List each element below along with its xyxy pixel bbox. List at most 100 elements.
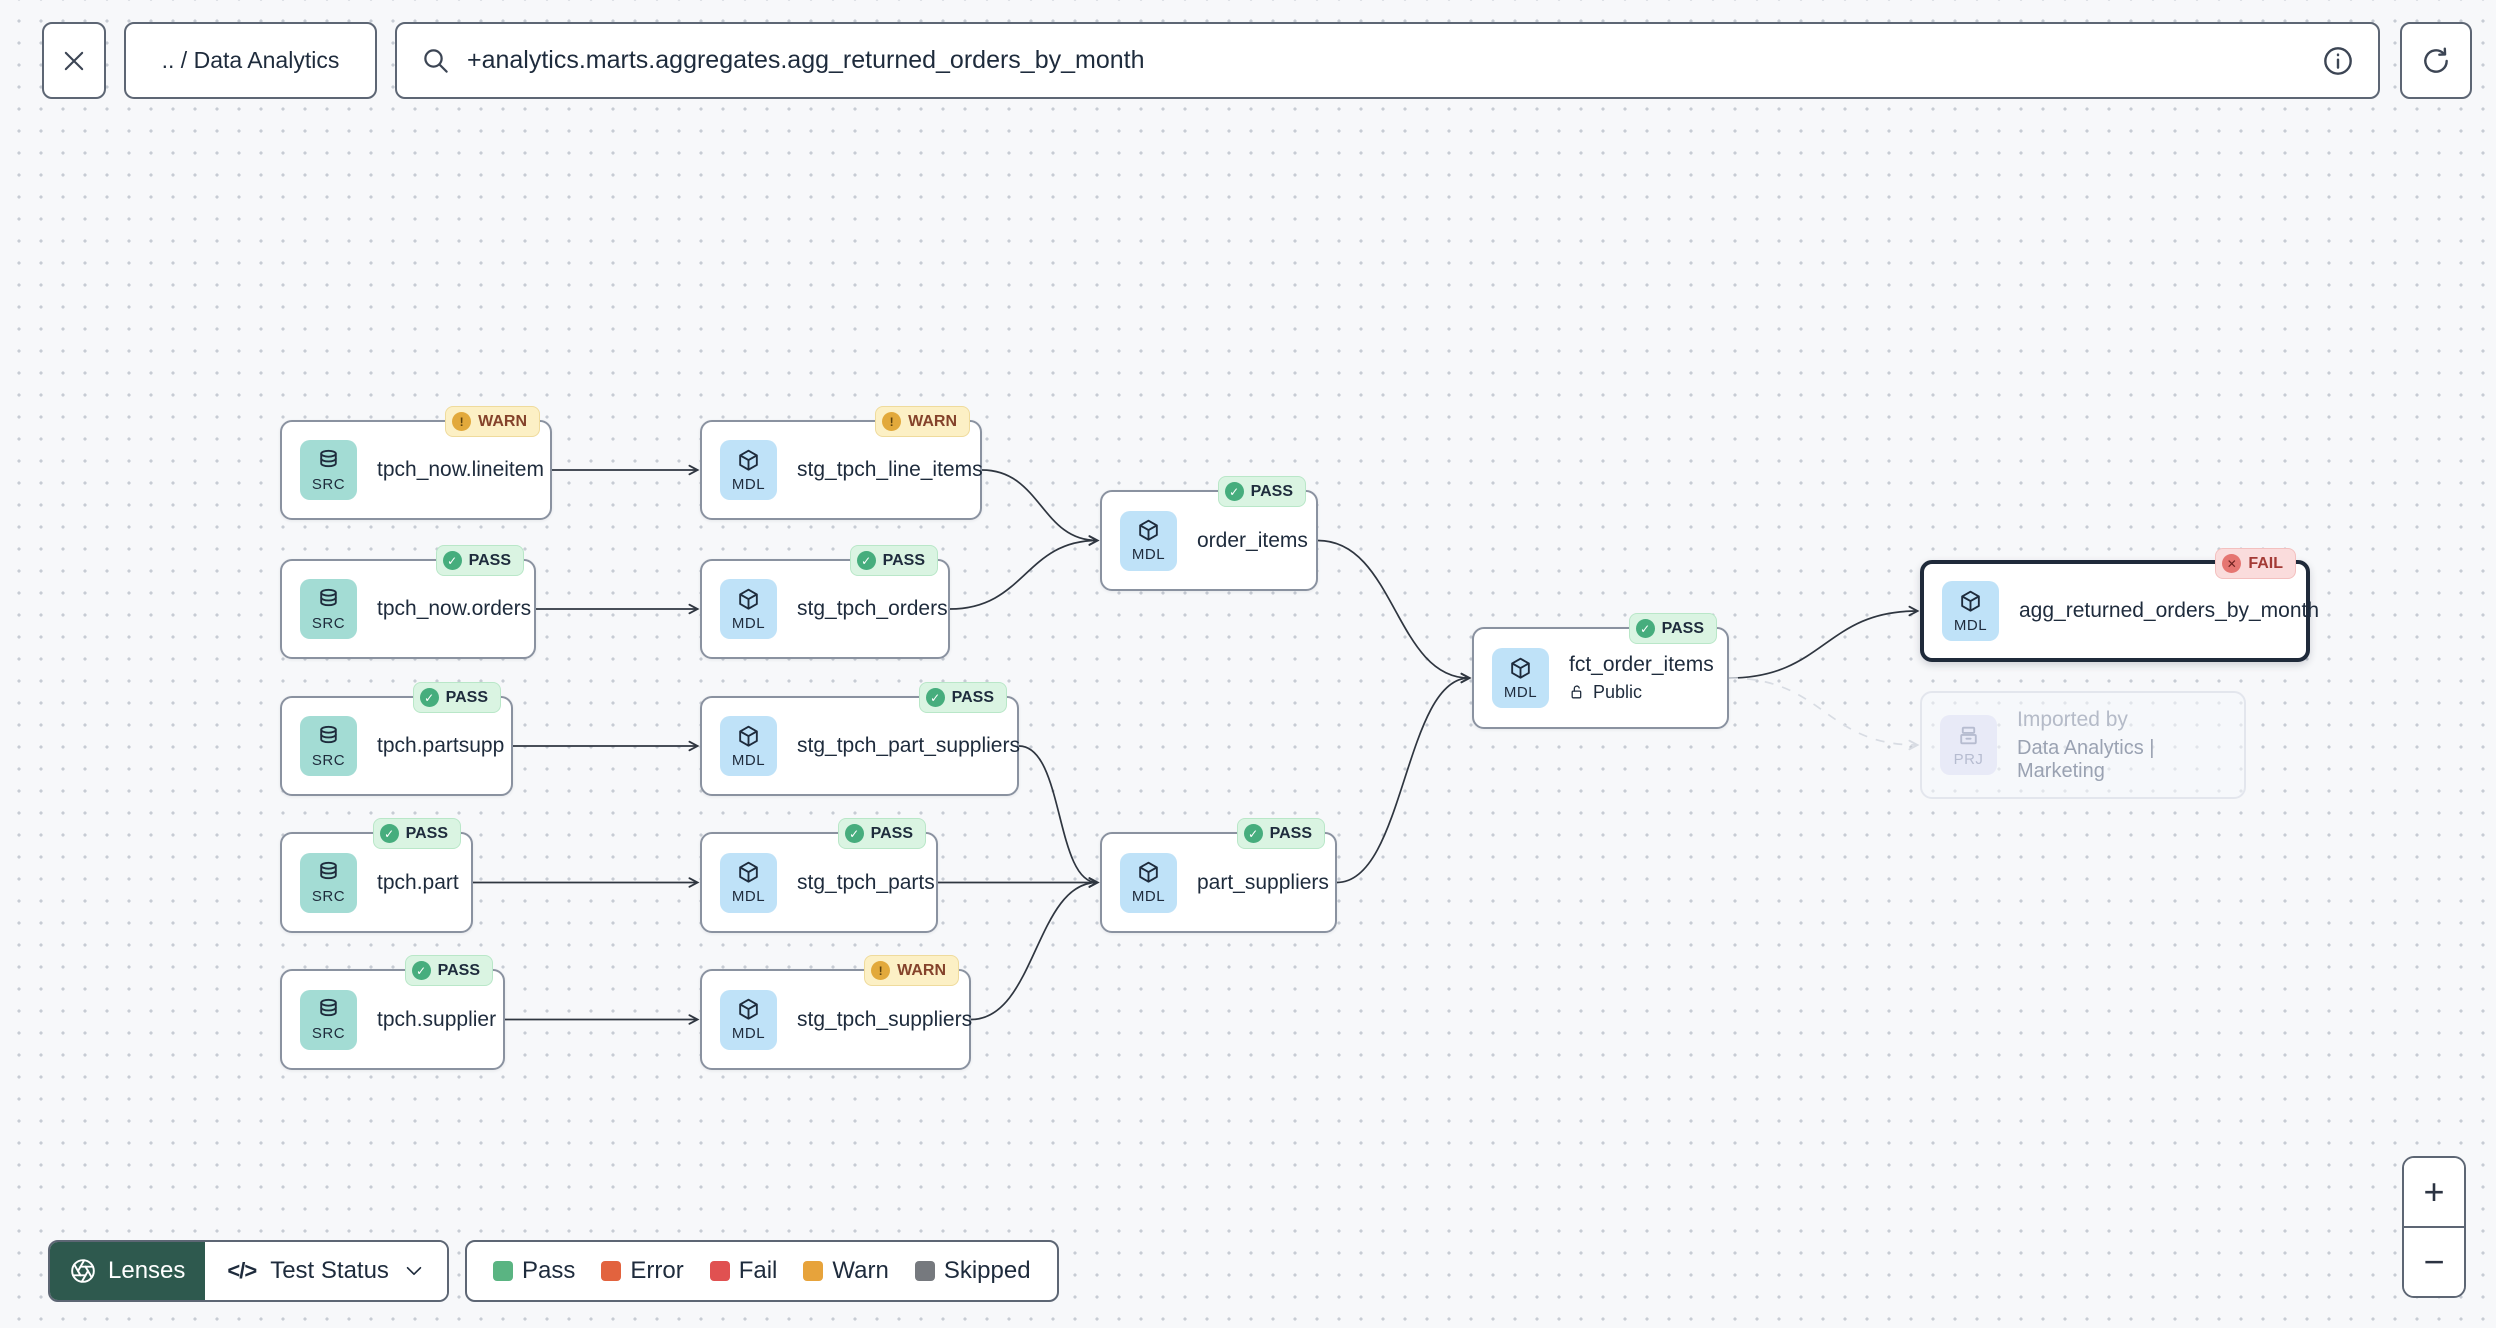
chevron-down-icon bbox=[406, 1266, 422, 1276]
lens-selector[interactable]: </> Test Status bbox=[205, 1242, 447, 1300]
legend-label: Fail bbox=[738, 1257, 778, 1284]
cube-icon bbox=[739, 449, 758, 471]
cube-icon bbox=[1511, 657, 1530, 679]
refresh-button[interactable] bbox=[2400, 22, 2472, 99]
close-button[interactable] bbox=[42, 22, 106, 99]
node-label: tpch_now.lineitem bbox=[377, 458, 544, 481]
cube-icon bbox=[739, 861, 758, 883]
node-text: agg_returned_orders_by_month bbox=[2019, 599, 2319, 623]
node-text: stg_tpch_line_items bbox=[797, 458, 983, 482]
status-dot: ✓ bbox=[419, 688, 439, 707]
breadcrumb[interactable]: .. / Data Analytics bbox=[124, 22, 377, 99]
node-sublabel: Data Analytics | Marketing bbox=[2017, 737, 2226, 783]
src-chip: SRC bbox=[300, 440, 357, 500]
chip-label: PRJ bbox=[1953, 750, 1984, 768]
node-text: tpch.supplier bbox=[377, 1008, 496, 1032]
edge-fct_order_items-to-agg_returned_orders_by_month bbox=[1728, 605, 1920, 679]
mdl-chip: MDL bbox=[1492, 648, 1549, 708]
search-bar bbox=[395, 22, 2380, 99]
lenses-label: Lenses bbox=[108, 1257, 186, 1284]
mdl-chip: MDL bbox=[720, 852, 777, 913]
chip-label: MDL bbox=[1503, 683, 1538, 701]
node-text: stg_tpch_parts bbox=[797, 871, 935, 895]
status-label: PASS bbox=[468, 551, 511, 569]
status-dot: ✓ bbox=[1243, 824, 1263, 843]
status-dot: ✓ bbox=[411, 961, 431, 980]
edge-fct_order_items-to-imported_by bbox=[1728, 677, 1920, 751]
status-label: FAIL bbox=[2248, 554, 2283, 572]
node-sublabel-text: Data Analytics | Marketing bbox=[2017, 736, 2155, 782]
close-icon bbox=[64, 51, 84, 70]
node-text: tpch.part bbox=[377, 871, 459, 895]
node-text: part_suppliers bbox=[1197, 871, 1329, 895]
node-text: tpch_now.orders bbox=[377, 597, 531, 621]
node-text: stg_tpch_suppliers bbox=[797, 1008, 972, 1032]
status-dot: ! bbox=[871, 961, 891, 980]
src-chip: SRC bbox=[300, 716, 357, 776]
edge-part_suppliers-to-fct_order_items bbox=[1336, 672, 1472, 884]
node-label: order_items bbox=[1197, 528, 1308, 552]
status-label: PASS bbox=[1661, 619, 1704, 637]
node-sublabel: Public bbox=[1569, 682, 1714, 703]
legend-swatch bbox=[601, 1261, 622, 1281]
status-dot: ! bbox=[452, 412, 472, 431]
status-badge-pass: ✓PASS bbox=[412, 682, 501, 713]
code-icon: </> bbox=[227, 1258, 257, 1283]
status-dot: ! bbox=[882, 412, 902, 431]
legend-swatch bbox=[914, 1261, 935, 1281]
edge-stg_tpch_line_items-to-order_items bbox=[981, 469, 1100, 546]
status-badge-warn: !WARN bbox=[445, 406, 540, 437]
zoom-in-button[interactable]: + bbox=[2404, 1158, 2464, 1226]
src-chip: SRC bbox=[300, 989, 357, 1050]
node-tpch_partsupp[interactable]: SRC tpch.partsupp ✓PASS bbox=[280, 682, 513, 796]
unlocked-icon bbox=[1571, 685, 1582, 699]
node-text: tpch.partsupp bbox=[377, 734, 504, 758]
node-label: stg_tpch_suppliers bbox=[797, 1007, 973, 1031]
search-input[interactable] bbox=[467, 46, 2306, 75]
legend-label: Pass bbox=[522, 1257, 576, 1284]
chip-label: MDL bbox=[731, 751, 766, 769]
node-text: stg_tpch_orders bbox=[797, 597, 948, 621]
database-icon bbox=[320, 861, 337, 880]
node-label: stg_tpch_orders bbox=[797, 597, 948, 620]
node-text: tpch_now.lineitem bbox=[377, 458, 544, 482]
status-label: PASS bbox=[951, 688, 994, 706]
mdl-chip: MDL bbox=[720, 716, 777, 776]
chip-label: SRC bbox=[311, 475, 346, 493]
legend-item-error: Error bbox=[601, 1257, 684, 1285]
status-dot: ✓ bbox=[1224, 482, 1244, 501]
src-chip: SRC bbox=[300, 579, 357, 639]
refresh-icon bbox=[2424, 47, 2448, 73]
cube-icon bbox=[1961, 590, 1980, 612]
status-label: WARN bbox=[897, 961, 946, 979]
node-label: agg_returned_orders_by_month bbox=[2019, 599, 2320, 622]
zoom-controls: + − bbox=[2402, 1156, 2466, 1298]
status-label: PASS bbox=[882, 551, 925, 569]
node-tpch_now_lineitem[interactable]: SRC tpch_now.lineitem !WARN bbox=[280, 406, 552, 520]
lenses-button[interactable]: Lenses bbox=[50, 1242, 206, 1300]
breadcrumb-label: .. / Data Analytics bbox=[161, 47, 340, 73]
legend-item-fail: Fail bbox=[709, 1257, 778, 1285]
status-dot: ✓ bbox=[1635, 619, 1655, 638]
info-icon[interactable] bbox=[2322, 45, 2354, 77]
zoom-out-button[interactable]: − bbox=[2404, 1228, 2464, 1296]
mdl-chip: MDL bbox=[1942, 581, 1999, 641]
legend-item-warn: Warn bbox=[803, 1257, 889, 1285]
prj-chip: PRJ bbox=[1940, 715, 1997, 775]
